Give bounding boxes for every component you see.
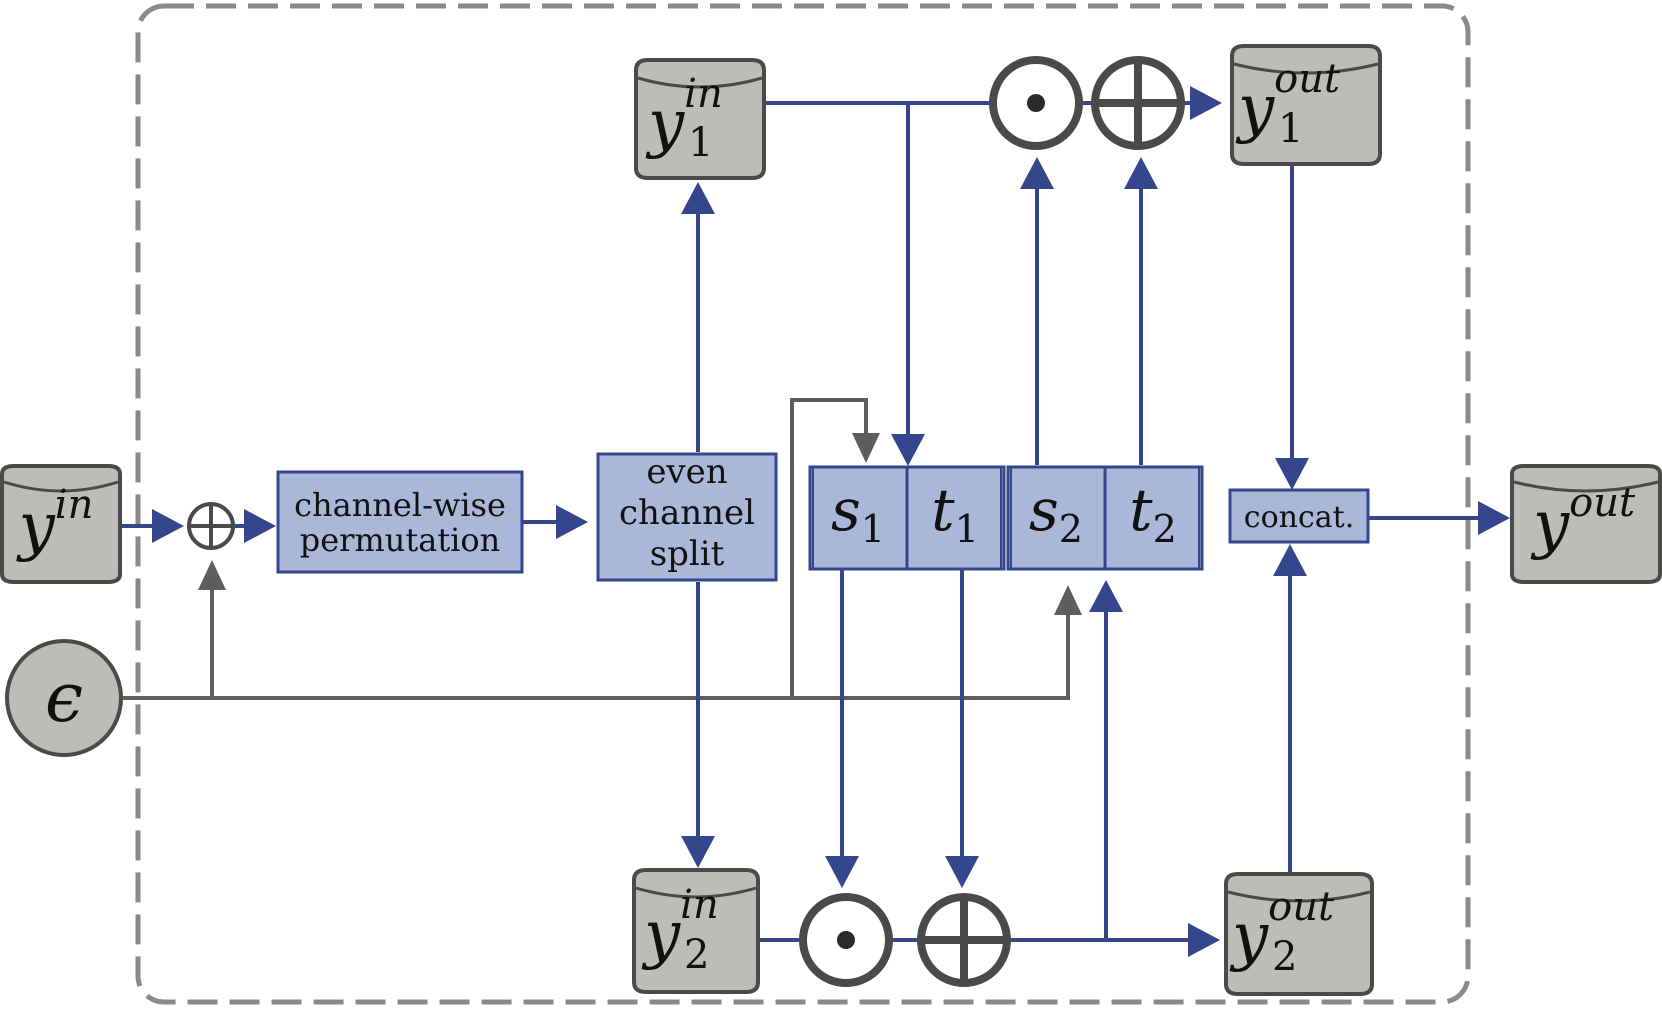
y-out-label: yout	[1530, 480, 1636, 562]
arrow-to-y2in	[681, 836, 715, 868]
y-out-node: yout	[1510, 464, 1662, 584]
s1-label: s1	[831, 476, 885, 551]
y2-in-subscript: 2	[684, 932, 709, 978]
arrow-to-yout	[1478, 501, 1510, 535]
split-label-line3: split	[650, 534, 725, 574]
bottom-add-operator-icon	[917, 893, 1011, 987]
s2-t2-block: s2 t2	[1006, 465, 1204, 571]
arrow-to-split	[556, 505, 588, 539]
layer-border	[135, 3, 1471, 1005]
epsilon-node: ϵ	[5, 639, 123, 757]
y1-in-node: yin 1	[634, 58, 766, 180]
arrow-to-s2	[1054, 585, 1082, 615]
y2-out-subscript: 2	[1272, 934, 1297, 980]
arrow-to-y1in	[681, 182, 715, 214]
y1-out-subscript: 1	[1278, 106, 1303, 152]
y2-in-label: yin	[641, 882, 719, 972]
y-in-label: yin	[16, 482, 94, 564]
y-in-node: yin	[0, 464, 122, 584]
arrow-to-s1	[852, 433, 880, 463]
permutation-label-line1: channel-wise	[294, 486, 506, 524]
y1-in-subscript: 1	[688, 120, 713, 166]
conditioning-lines	[123, 398, 1070, 700]
y1-out-node: yout 1	[1230, 44, 1382, 166]
top-multiply-operator-icon	[989, 56, 1083, 150]
arrow-s2-to-mul	[1020, 157, 1054, 189]
t1-label: t1	[931, 476, 979, 551]
y2-out-node: yout 2	[1224, 872, 1374, 996]
concat-label: concat.	[1244, 500, 1354, 535]
bottom-multiply-operator-icon	[799, 893, 893, 987]
arrow-to-input-add	[198, 560, 226, 590]
y1-out-label: yout	[1235, 56, 1341, 146]
concat-block: concat.	[1228, 488, 1370, 544]
s1-t1-block: s1 t1	[808, 465, 1006, 571]
s2-label: s2	[1029, 476, 1083, 551]
arrow-to-perm	[244, 509, 276, 543]
data-arrowheads	[152, 86, 1510, 957]
arrow-t2-to-add	[1124, 157, 1158, 189]
epsilon-to-s1-line	[790, 398, 868, 698]
split-label-line1: even	[646, 452, 727, 492]
split-label-line2: channel	[619, 493, 755, 533]
top-add-operator-icon	[1091, 56, 1185, 150]
arrow-y2out-to-concat	[1273, 544, 1307, 576]
y2-out-label: yout	[1229, 884, 1335, 974]
y2-in-node: yin 2	[632, 868, 760, 994]
arrow-to-y2out	[1188, 923, 1220, 957]
arrow-to-t2	[1089, 580, 1123, 612]
arrow-y1out-to-concat	[1275, 458, 1309, 490]
arrow-s1-to-mul	[825, 856, 859, 888]
permutation-label-line2: permutation	[300, 521, 501, 559]
permutation-block: channel-wise permutation	[276, 470, 524, 574]
arrow-to-t1	[891, 434, 925, 466]
arrow-to-input-add	[152, 509, 184, 543]
epsilon-main-line	[123, 615, 1070, 700]
conditioning-arrowheads	[198, 433, 1082, 615]
epsilon-label: ϵ	[45, 659, 83, 738]
arrow-t1-to-add	[945, 856, 979, 888]
channel-split-block: even channel split	[596, 452, 778, 582]
data-lines	[122, 101, 1482, 942]
arrow-to-y1out	[1190, 86, 1222, 120]
y1-in-label: yin	[645, 71, 723, 161]
input-add-operator-icon	[187, 502, 235, 550]
t2-label: t2	[1129, 476, 1177, 551]
